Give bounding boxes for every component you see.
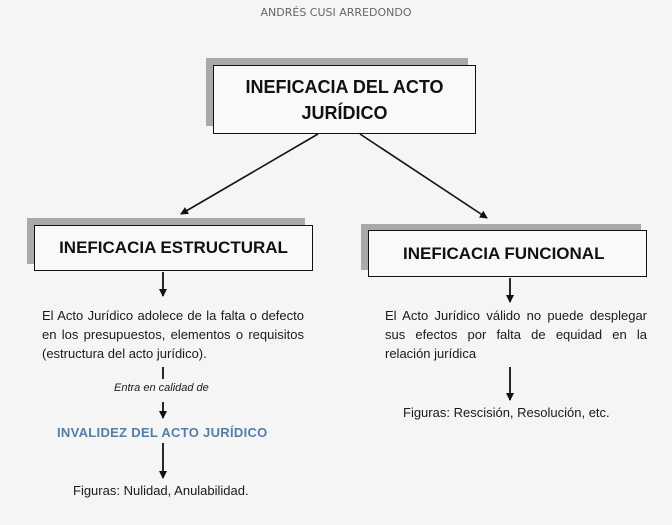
arrow-root-to-left — [180, 133, 319, 215]
arrow-root-to-right — [359, 133, 488, 219]
ineficacia-funcional-title: INEFICACIA FUNCIONAL — [403, 243, 605, 263]
left-description: El Acto Jurídico adolece de la falta o d… — [42, 308, 304, 361]
left-figures: Figuras: Nulidad, Anulabilidad. — [73, 483, 249, 498]
author-name: ANDRÉS CUSI ARREDONDO — [260, 6, 412, 19]
root-title-line2: JURÍDICO — [301, 102, 388, 123]
right-description: El Acto Jurídico válido no puede despleg… — [385, 308, 647, 361]
invalidez-label: INVALIDEZ DEL ACTO JURÍDICO — [57, 425, 268, 440]
ineficacia-estructural-title: INEFICACIA ESTRUCTURAL — [59, 238, 288, 257]
root-title-line1: INEFICACIA DEL ACTO — [245, 76, 444, 97]
ineficacia-estructural-box: INEFICACIA ESTRUCTURAL — [34, 225, 313, 271]
ineficacia-funcional-box: INEFICACIA FUNCIONAL — [368, 230, 647, 277]
connector-note: Entra en calidad de — [114, 382, 209, 394]
root-box: INEFICACIA DEL ACTO JURÍDICO — [213, 65, 476, 134]
right-figures: Figuras: Rescisión, Resolución, etc. — [403, 405, 610, 420]
